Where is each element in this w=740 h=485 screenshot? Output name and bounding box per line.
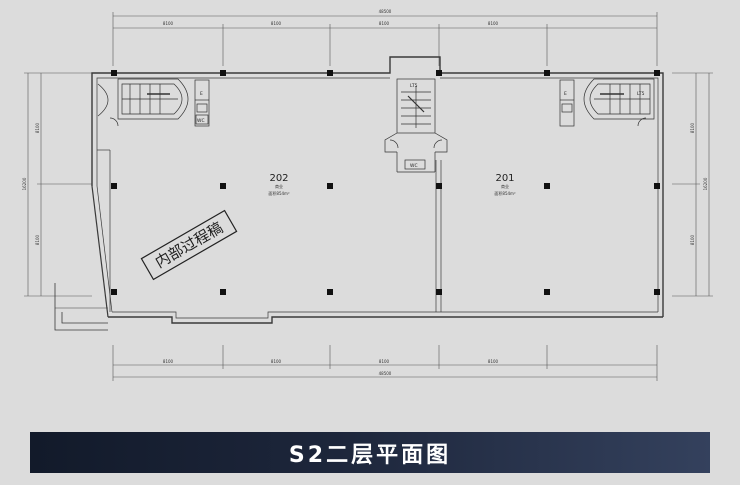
room-202-number: 202 <box>269 173 288 184</box>
building-walls <box>54 56 664 331</box>
top-dim-3: 8100 <box>379 21 390 26</box>
bottom-dim-4: 8100 <box>488 359 499 364</box>
bottom-total-dim: 48500 <box>379 371 392 376</box>
bottom-dimensions <box>112 345 658 381</box>
right-dim-1: 8100 <box>690 122 695 133</box>
room-201-number: 201 <box>495 173 514 184</box>
structural-columns <box>111 70 660 295</box>
top-dim-1: 8100 <box>163 21 174 26</box>
left-dim-1: 8100 <box>35 122 40 133</box>
right-stair-core <box>559 78 655 127</box>
right-dim-2: 8100 <box>690 234 695 245</box>
top-dim-2: 8100 <box>271 21 282 26</box>
top-dim-4: 8100 <box>488 21 499 26</box>
left-dimensions <box>24 72 92 297</box>
center-core-lt-label: LT5 <box>410 83 418 89</box>
top-dimensions <box>112 12 658 66</box>
bottom-dim-1: 8100 <box>163 359 174 364</box>
page-title: S2二层平面图 <box>288 442 452 468</box>
right-dimensions <box>672 72 713 297</box>
floor-plan: 48500 8100 8100 8100 8100 8100 8100 8100… <box>22 9 713 381</box>
center-core-wc-label: WC <box>410 163 418 169</box>
room-201-area: 面积854m² <box>494 190 516 196</box>
bottom-dim-3: 8100 <box>379 359 390 364</box>
room-201-use: 商业 <box>501 183 509 189</box>
left-core-e-label: E <box>200 91 203 97</box>
draft-stamp-text: 内部过程稿 <box>152 218 226 271</box>
right-core-e-label: E <box>564 91 567 97</box>
right-core-lt-label: LT5 <box>637 91 645 97</box>
title-banner: S2二层平面图 <box>30 432 710 473</box>
left-core-wc-label: WC <box>197 118 205 124</box>
bottom-dim-2: 8100 <box>271 359 282 364</box>
room-202-use: 商业 <box>275 183 283 189</box>
draft-stamp: 内部过程稿 <box>140 209 238 281</box>
room-202-area: 面积854m² <box>268 190 290 196</box>
left-stair-core <box>97 78 210 127</box>
center-stair-core <box>384 78 448 173</box>
left-dim-2: 8100 <box>35 234 40 245</box>
top-total-dim: 48500 <box>379 9 392 14</box>
left-total-dim: 16200 <box>22 177 27 190</box>
right-total-dim: 16200 <box>703 177 708 190</box>
